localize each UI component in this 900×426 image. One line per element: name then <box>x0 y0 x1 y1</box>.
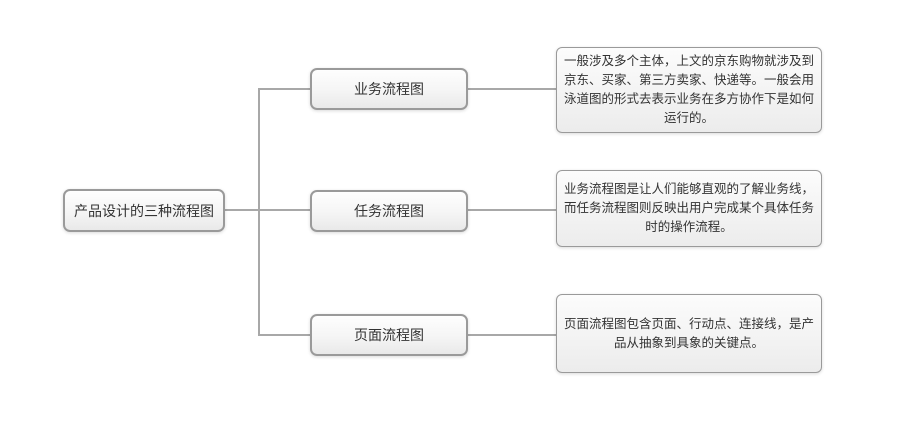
branch-node-label: 业务流程图 <box>354 81 424 97</box>
description-box-task-flowchart[interactable]: 业务流程图是让人们能够直观的了解业务线，而任务流程图则反映出用户完成某个具体任务… <box>556 170 822 247</box>
description-text: 页面流程图包含页面、行动点、连接线，是产品从抽象到具象的关键点。 <box>563 316 814 350</box>
root-node[interactable]: 产品设计的三种流程图 <box>63 189 225 232</box>
description-box-business-flowchart[interactable]: 一般涉及多个主体，上文的京东购物就涉及到京东、买家、第三方卖家、快递等。一般会用… <box>556 47 822 133</box>
connector-trunk-to-branch-1 <box>258 88 310 90</box>
branch-node-label: 任务流程图 <box>354 203 424 219</box>
branch-node-label: 页面流程图 <box>354 327 424 343</box>
branch-node-page-flowchart[interactable]: 页面流程图 <box>310 314 468 356</box>
connector-branch-2-to-desc <box>468 209 556 211</box>
connector-trunk <box>258 88 260 336</box>
description-box-page-flowchart[interactable]: 页面流程图包含页面、行动点、连接线，是产品从抽象到具象的关键点。 <box>556 294 822 373</box>
root-node-label: 产品设计的三种流程图 <box>74 202 214 219</box>
connector-root-to-trunk <box>224 209 310 211</box>
description-text: 一般涉及多个主体，上文的京东购物就涉及到京东、买家、第三方卖家、快递等。一般会用… <box>563 54 814 125</box>
connector-branch-1-to-desc <box>468 88 556 90</box>
branch-node-business-flowchart[interactable]: 业务流程图 <box>310 68 468 110</box>
connector-trunk-to-branch-3 <box>258 334 310 336</box>
description-text: 业务流程图是让人们能够直观的了解业务线，而任务流程图则反映出用户完成某个具体任务… <box>563 182 814 234</box>
branch-node-task-flowchart[interactable]: 任务流程图 <box>310 190 468 232</box>
connector-branch-3-to-desc <box>468 334 556 336</box>
